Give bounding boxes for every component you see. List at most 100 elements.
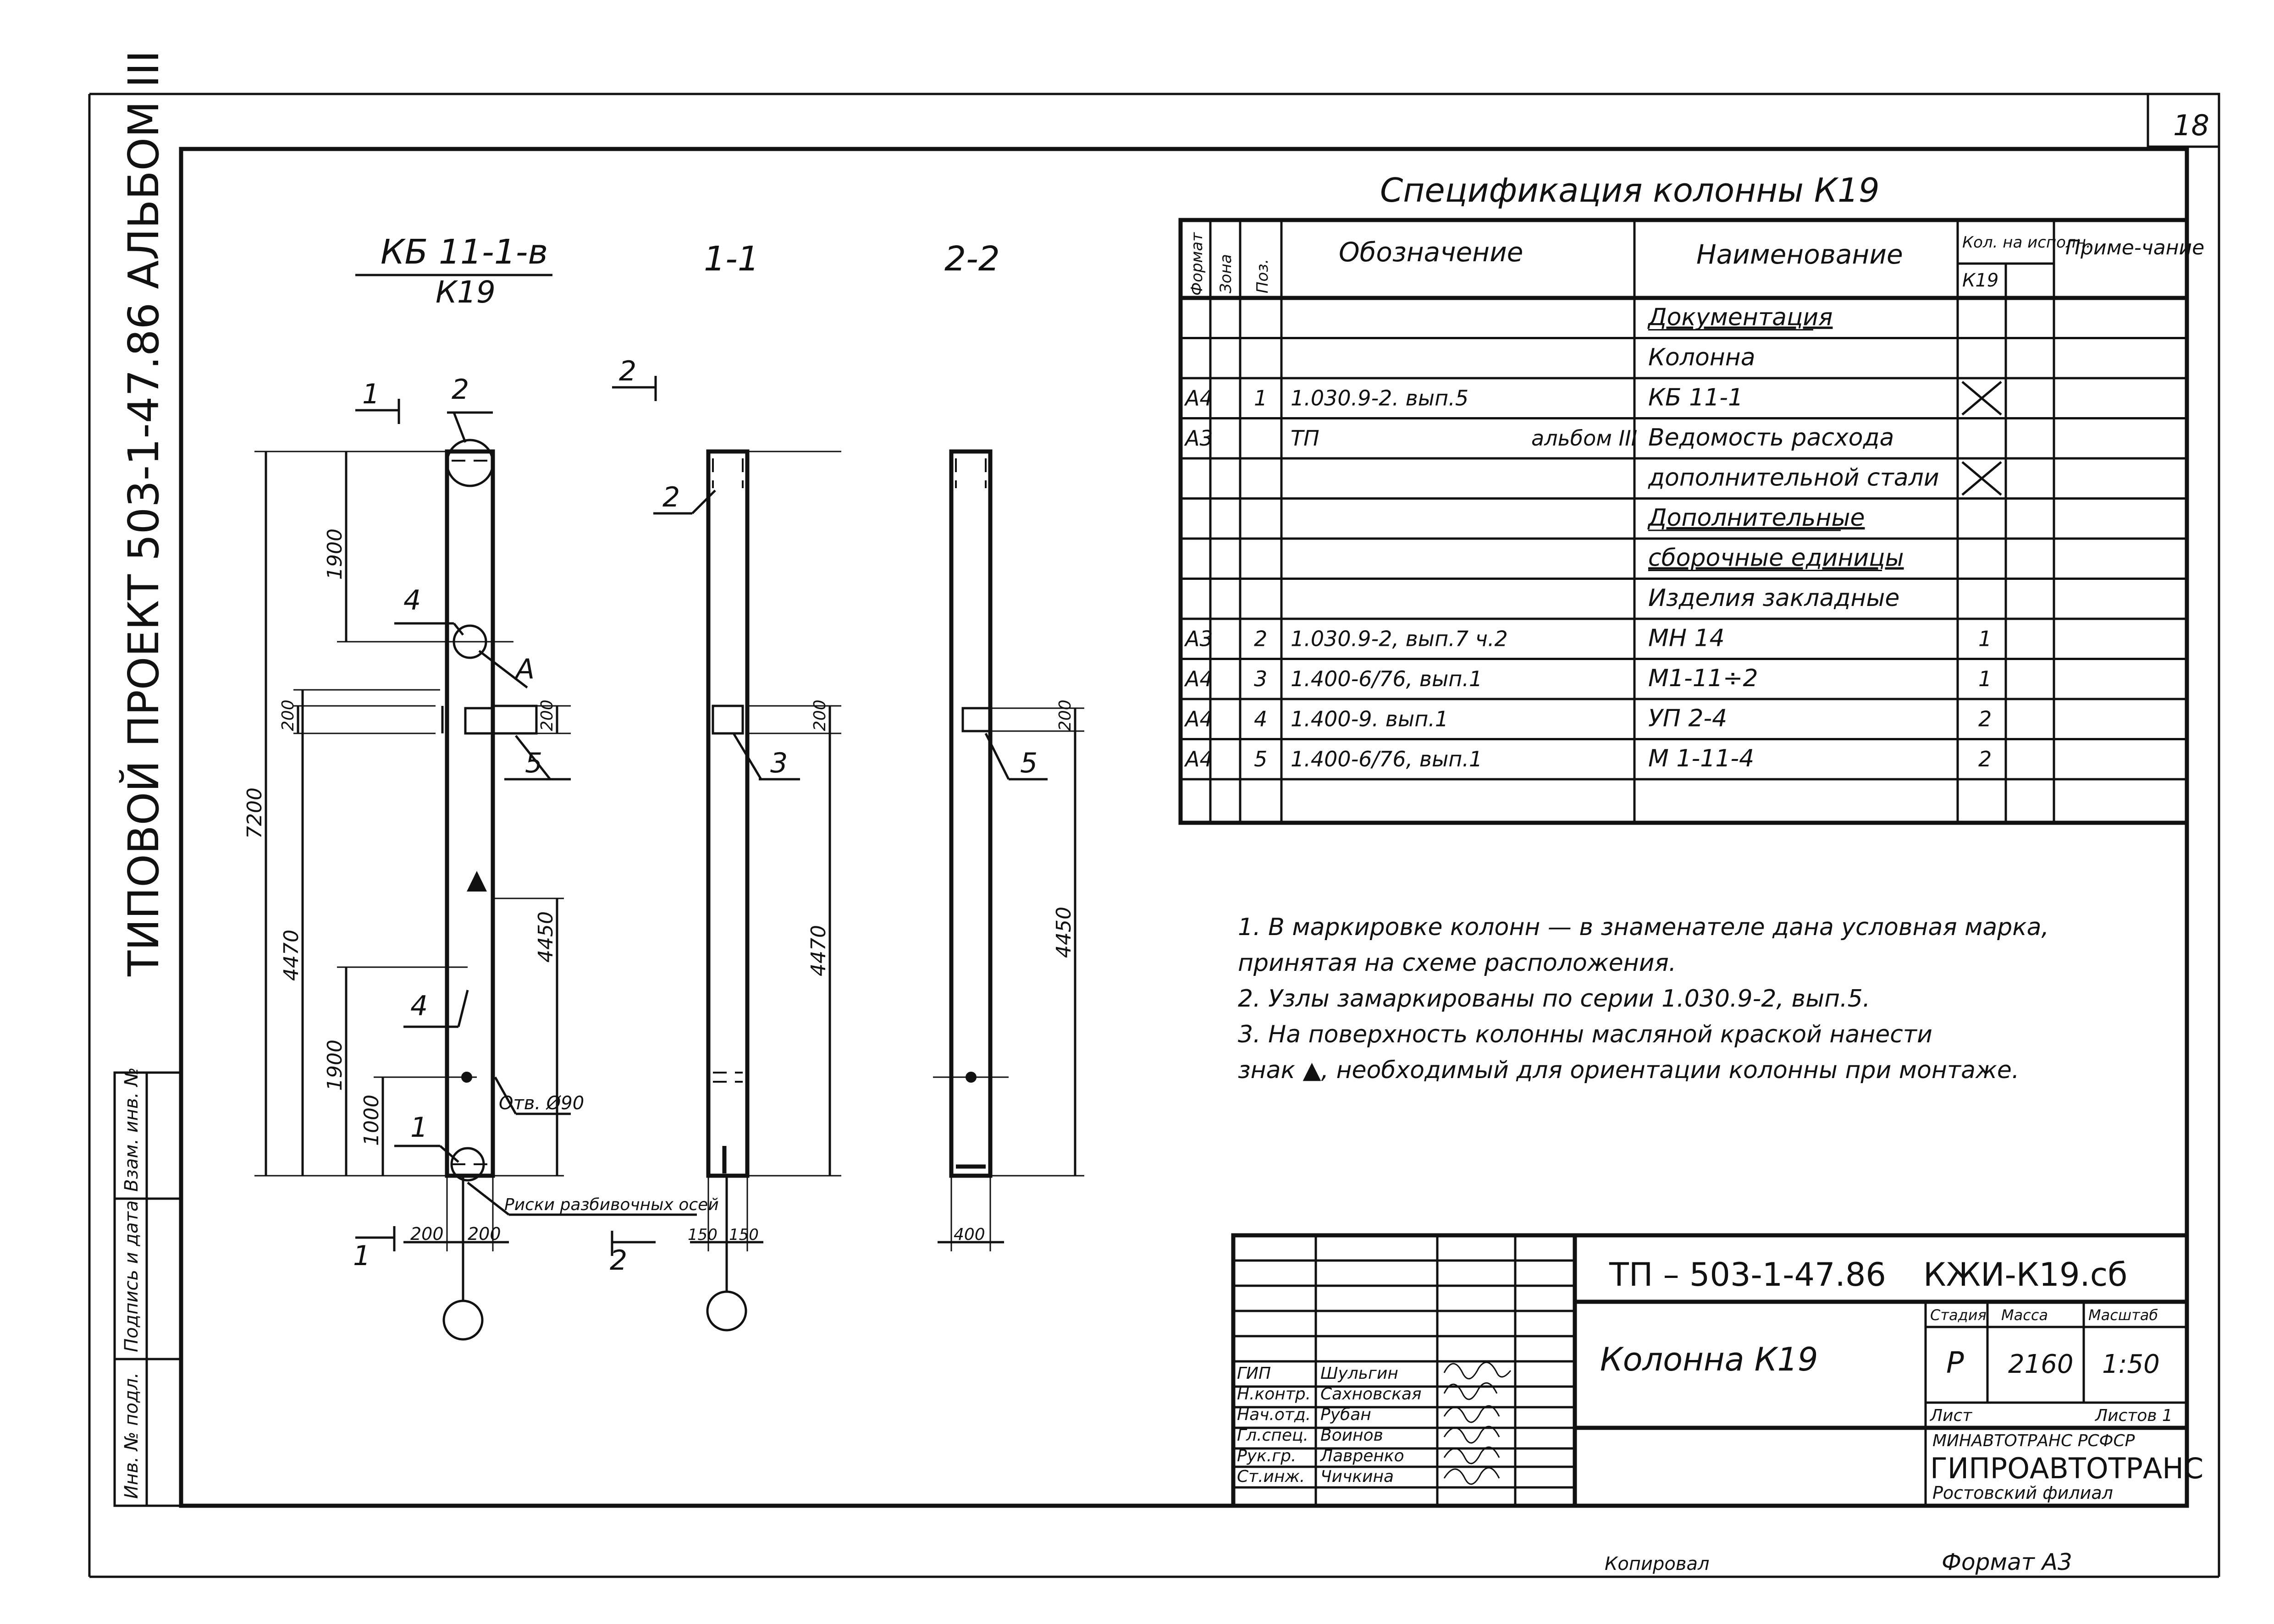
- spec-cell-name: М 1-11-4: [1648, 745, 1754, 772]
- section-1-1-pos-3: 3: [770, 747, 788, 779]
- spec-cell-designation: 1.400-6/76, вып.1: [1291, 666, 1482, 691]
- spec-cell-pos: 5: [1254, 747, 1267, 771]
- spec-cell-name: сборочные единицы: [1648, 545, 1904, 572]
- main-pos-4b: 4: [410, 990, 428, 1022]
- staff-name: Лавренко: [1319, 1447, 1404, 1465]
- section-1-1-pos-2: 2: [662, 481, 680, 513]
- spec-cell-name: М1-11÷2: [1648, 665, 1758, 692]
- org-ministry: МИНАВТОТРАНС РСФСР: [1932, 1431, 2135, 1450]
- main-mark-bottom: К19: [436, 275, 496, 310]
- spec-cell-format: А4: [1184, 707, 1213, 732]
- spec-cell-name: КБ 11-1: [1648, 384, 1743, 412]
- note-line: знак ▲, необходимый для ориентации колон…: [1238, 1057, 2019, 1084]
- spec-header-qty: Кол. на исполн.: [1962, 233, 2091, 252]
- section-2-2-pos-5: 5: [1020, 747, 1038, 779]
- note-line: 1. В маркировке колонн — в знаменателе д…: [1238, 914, 2049, 941]
- spec-cell-format: А4: [1184, 666, 1213, 691]
- spec-cross-mark: [1961, 461, 2002, 496]
- axis-marks-note: Риски разбивочных осей: [504, 1195, 719, 1214]
- scale-value: 1:50: [2102, 1349, 2160, 1379]
- spec-cell-name: УП 2-4: [1648, 705, 1727, 732]
- section-1-1-dim-150b: 150: [729, 1226, 759, 1244]
- main-hole-label: Отв. Ø90: [499, 1093, 584, 1114]
- mass-value: 2160: [2008, 1349, 2074, 1379]
- dim-w200a: 200: [410, 1224, 444, 1244]
- spec-title: Спецификация колонны К19: [1380, 171, 1880, 209]
- section-mark-2-bottom: 2: [610, 1244, 627, 1277]
- section-2-2-dim-4450: 4450: [1052, 907, 1076, 958]
- spec-cell-designation2: альбом III: [1531, 426, 1637, 451]
- staff-role: ГИП: [1237, 1364, 1271, 1383]
- section-1-1-dim-200: 200: [811, 699, 829, 731]
- staff-role: Гл.спец.: [1237, 1426, 1308, 1445]
- section-1-1-column: [706, 449, 750, 1178]
- notes: 1. В маркировке колонн — в знаменателе д…: [1238, 914, 2049, 1084]
- spec-cell-designation: ТП: [1291, 426, 1319, 451]
- dim-4470: 4470: [280, 930, 303, 981]
- main-pos-1: 1: [410, 1112, 428, 1144]
- main-node-a: А: [514, 653, 535, 685]
- spec-table: Спецификация колонны К19 Формат Зона Поз…: [1178, 171, 2204, 825]
- dim-4450: 4450: [534, 911, 557, 963]
- side-title: ТИПОВОЙ ПРОЕКТ 503-1-47.86 АЛЬБОМ III: [119, 50, 168, 977]
- dim-200-left: 200: [279, 699, 298, 731]
- section-2-2-title: 2-2: [944, 239, 1000, 279]
- note-line: 3. На поверхность колонны масляной краск…: [1238, 1021, 1932, 1048]
- section-2-2-dim-400: 400: [954, 1225, 985, 1244]
- spec-cell-format: А3: [1184, 426, 1213, 451]
- spec-cross-mark: [1961, 381, 2002, 416]
- doc-code: ТП – 503-1-47.86: [1609, 1256, 1886, 1294]
- spec-cell-qty: 1: [1978, 666, 1992, 691]
- spec-cell-name: дополнительной стали: [1648, 464, 1939, 492]
- staff-name: Рубан: [1320, 1405, 1371, 1424]
- org-branch: Ростовский филиал: [1932, 1483, 2113, 1503]
- axis-bubble-main: [442, 1299, 484, 1341]
- staff-role: Ст.инж.: [1237, 1467, 1305, 1486]
- note-line: 2. Узлы замаркированы по серии 1.030.9-2…: [1238, 985, 1870, 1013]
- signatures: [1443, 1361, 1512, 1485]
- section-1-1: 1-1 2 3 200 4470 150 150: [653, 239, 841, 1332]
- section-mark-1-top: 1: [362, 378, 380, 410]
- spec-cell-format: А4: [1184, 747, 1213, 771]
- spec-cell-qty: 2: [1978, 707, 1992, 732]
- staff-role: Нач.отд.: [1237, 1405, 1311, 1424]
- main-pos-4a: 4: [403, 584, 421, 617]
- axis-bubble-1-1: [706, 1290, 747, 1332]
- spec-cell-name: Ведомость расхода: [1648, 424, 1894, 451]
- orientation-sign-icon: [467, 871, 487, 892]
- staff-name: Чичкина: [1320, 1467, 1394, 1486]
- section-mark-2-top: 2: [619, 355, 636, 387]
- staff-name: Шульгин: [1320, 1364, 1398, 1383]
- note-line: принятая на схеме расположения.: [1238, 949, 1676, 977]
- spec-cell-qty: 1: [1978, 627, 1992, 651]
- object-name: Колонна К19: [1600, 1341, 1818, 1378]
- spec-cell-format: А3: [1184, 627, 1213, 651]
- spec-cell-name: Документация: [1647, 304, 1832, 331]
- spec-cell-pos: 2: [1254, 627, 1267, 651]
- sheet-number: 18: [2173, 109, 2209, 142]
- sheets-label: Листов 1: [2094, 1406, 2173, 1425]
- mass-label: Масса: [2001, 1306, 2048, 1324]
- section-1-1-title: 1-1: [704, 239, 759, 279]
- spec-cell-pos: 1: [1254, 386, 1267, 411]
- spec-cell-format: А4: [1184, 386, 1213, 411]
- spec-cell-designation: 1.400-9. вып.1: [1291, 707, 1448, 732]
- spec-header-note: Приме-чание: [2065, 236, 2204, 259]
- scale-label: Масштаб: [2088, 1306, 2158, 1324]
- spec-cell-designation: 1.400-6/76, вып.1: [1291, 747, 1482, 771]
- dim-1000: 1000: [360, 1095, 383, 1146]
- main-pos-5: 5: [525, 747, 542, 779]
- dim-200-right: 200: [538, 699, 557, 731]
- main-column: [445, 449, 495, 1178]
- side-stamp-inv: Инв. № подл.: [121, 1372, 142, 1499]
- footer-copied: Копировал: [1605, 1553, 1710, 1574]
- spec-cell-designation: 1.030.9-2. вып.5: [1291, 386, 1468, 411]
- section-2-2-column: [949, 449, 993, 1178]
- stage-value: Р: [1946, 1346, 1964, 1380]
- dim-7200: 7200: [243, 787, 266, 839]
- footer-format: Формат А3: [1942, 1549, 2072, 1575]
- sheet-label: Лист: [1929, 1406, 1972, 1425]
